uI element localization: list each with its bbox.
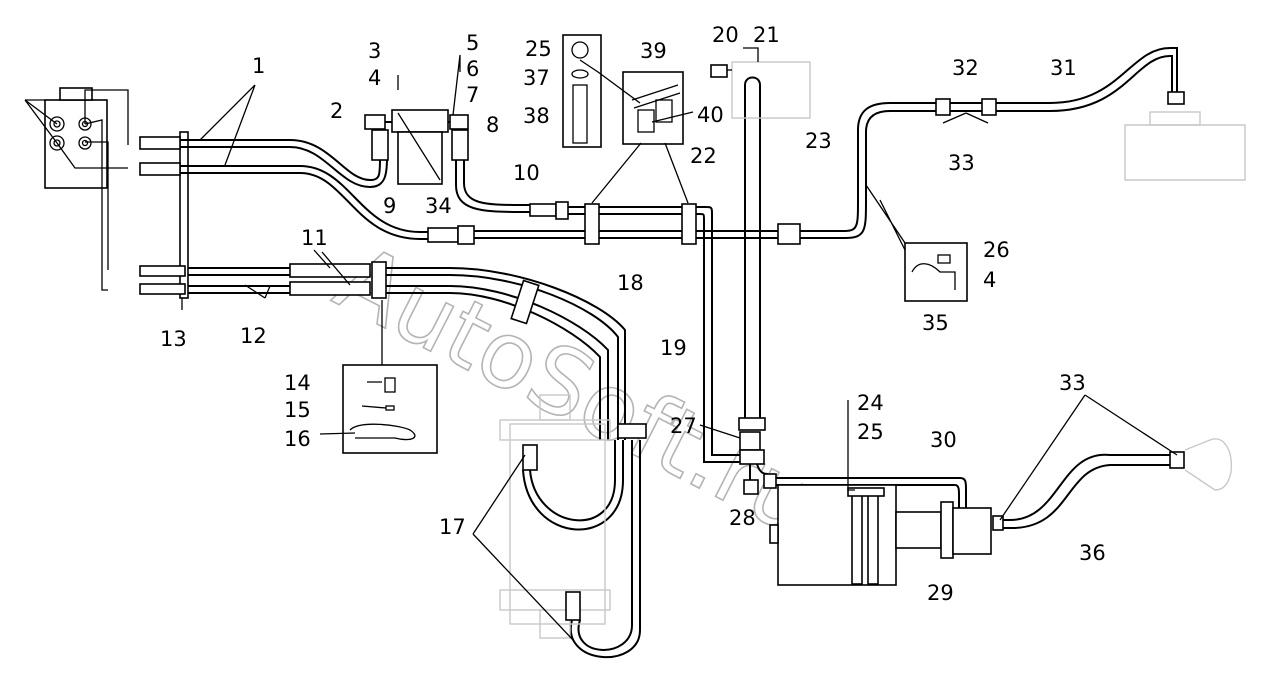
callout-32: 32 xyxy=(952,56,979,80)
callout-1: 1 xyxy=(252,54,265,78)
inset-clamp-14-16 xyxy=(342,364,438,454)
callout-33-upper: 33 xyxy=(948,151,975,175)
clamp-plate-13 xyxy=(179,131,189,299)
callout-12: 12 xyxy=(240,324,267,348)
hydraulic-tank xyxy=(1124,111,1246,181)
return-lines-17 xyxy=(386,267,647,659)
callout-26: 26 xyxy=(983,238,1010,262)
pressure-filter xyxy=(364,109,469,185)
callout-15: 15 xyxy=(284,398,311,422)
callout-10: 10 xyxy=(513,161,540,185)
hose-12-lower-pair xyxy=(139,261,387,299)
callout-30: 30 xyxy=(930,428,957,452)
leader-lines xyxy=(181,47,1178,641)
callout-17: 17 xyxy=(439,515,466,539)
callout-34: 34 xyxy=(425,194,452,218)
callout-labels: 1 2 3 4 5 6 7 8 9 10 11 12 13 14 15 16 1… xyxy=(160,23,1106,605)
callout-11: 11 xyxy=(301,226,328,250)
callout-8: 8 xyxy=(486,113,499,137)
callout-19: 19 xyxy=(660,336,687,360)
line-22 xyxy=(710,61,811,495)
callout-5: 5 xyxy=(466,31,479,55)
callout-9: 9 xyxy=(383,194,396,218)
callout-16: 16 xyxy=(284,427,311,451)
callout-2: 2 xyxy=(330,99,343,123)
callout-7: 7 xyxy=(466,83,479,107)
callout-22: 22 xyxy=(690,144,717,168)
inset-fasteners-37-38 xyxy=(562,34,602,148)
inset-clamp-39-40 xyxy=(622,71,684,145)
callout-25-lower: 25 xyxy=(857,420,884,444)
callout-23: 23 xyxy=(805,129,832,153)
control-valve-block xyxy=(24,87,129,291)
pump-29 xyxy=(769,484,992,586)
callout-13: 13 xyxy=(160,327,187,351)
line-23 xyxy=(844,47,1185,239)
callout-36: 36 xyxy=(1079,541,1106,565)
callout-31: 31 xyxy=(1050,56,1077,80)
callout-29: 29 xyxy=(927,581,954,605)
callout-40: 40 xyxy=(697,103,724,127)
callout-4: 4 xyxy=(368,66,381,90)
callout-24: 24 xyxy=(857,391,884,415)
callout-39: 39 xyxy=(640,39,667,63)
line-10 xyxy=(455,160,569,220)
callout-3: 3 xyxy=(368,39,381,63)
callout-35: 35 xyxy=(922,311,949,335)
callout-33-lower: 33 xyxy=(1059,371,1086,395)
line-18-19 xyxy=(474,203,845,463)
callout-4-lower: 4 xyxy=(983,268,996,292)
inset-bracket-26-35 xyxy=(904,242,968,302)
callout-27: 27 xyxy=(670,414,697,438)
callout-14: 14 xyxy=(284,371,311,395)
hose-36 xyxy=(992,438,1233,531)
callout-37: 37 xyxy=(523,66,550,90)
callout-25-upper: 25 xyxy=(525,37,552,61)
callout-21: 21 xyxy=(753,23,780,47)
hose-1-upper-pair xyxy=(139,136,475,245)
callout-18: 18 xyxy=(617,271,644,295)
callout-28: 28 xyxy=(729,506,756,530)
callout-38: 38 xyxy=(523,104,550,128)
callout-6: 6 xyxy=(466,57,479,81)
callout-20: 20 xyxy=(712,23,739,47)
